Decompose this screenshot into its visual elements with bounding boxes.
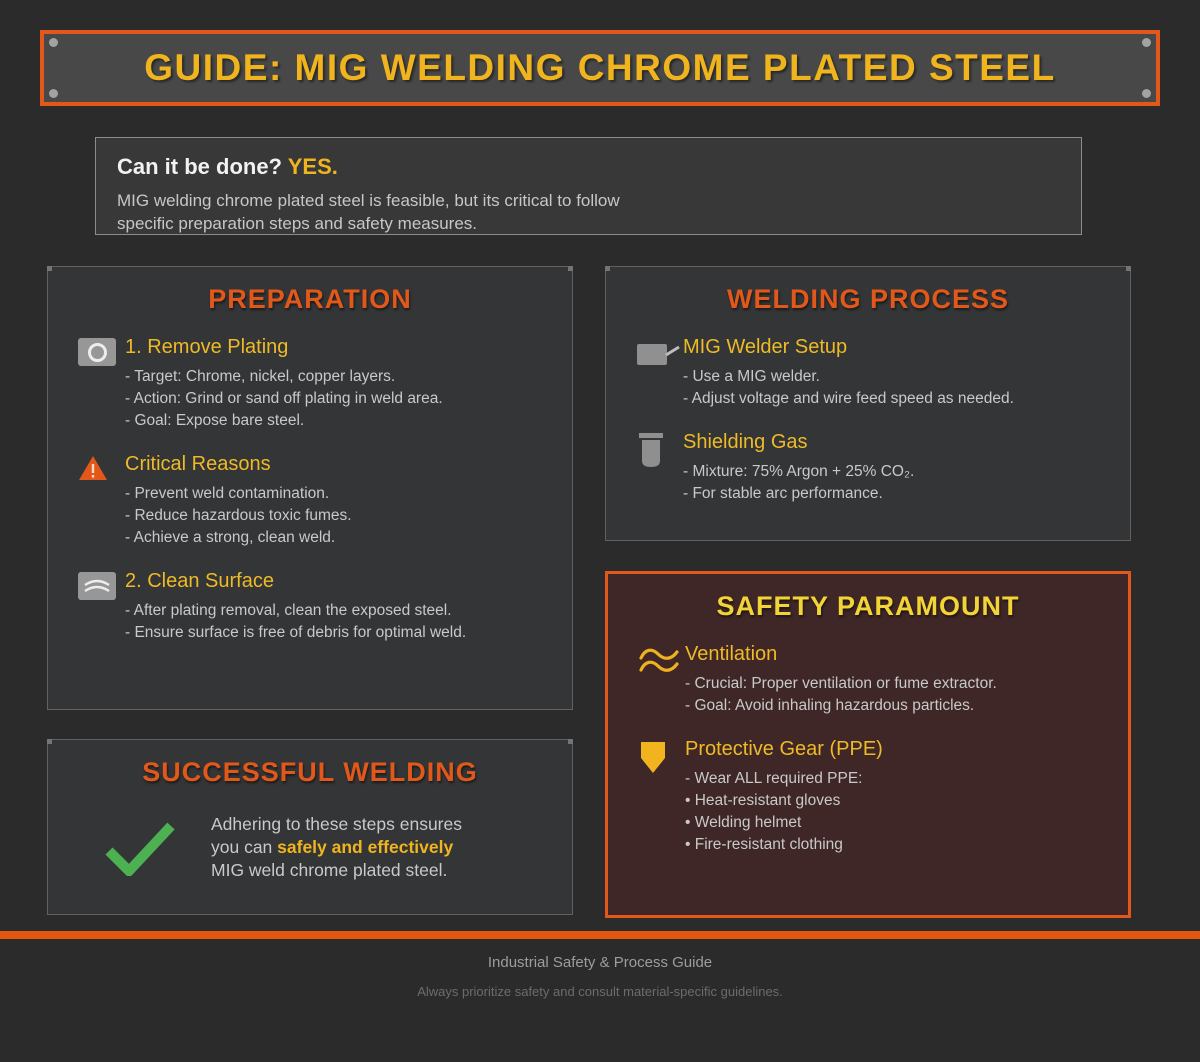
item-heading: 2. Clean Surface [125,570,274,592]
bullet-line: - Mixture: 75% Argon + 25% CO₂. [683,463,915,480]
bullet-line: • Fire-resistant clothing [685,836,843,853]
rivet-icon [49,38,58,47]
success-line-highlight: safely and effectively [277,837,454,857]
success-title: SUCCESSFUL WELDING [142,757,478,787]
item-body: MIG Welder Setup - Use a MIG welder. - A… [683,336,1014,410]
list-item: 2. Clean Surface - After plating removal… [78,570,562,644]
right-column: WELDING PROCESS MIG Welder Setup - Use a… [605,266,1131,918]
item-body: 2. Clean Surface - After plating removal… [125,570,466,644]
intro-box: Can it be done? YES. MIG welding chrome … [95,137,1082,235]
intro-question: Can it be done? [117,154,282,179]
bullet-line: - After plating removal, clean the expos… [125,602,452,619]
rivet-icon [1142,38,1151,47]
bullet-line: - Action: Grind or sand off plating in w… [125,390,443,407]
success-line: you can safely and effectively [211,836,462,859]
welding-process-title: WELDING PROCESS [726,284,1010,314]
success-panel: SUCCESSFUL WELDING Adhering to these ste… [47,739,573,915]
list-item: 1. Remove Plating - Target: Chrome, nick… [78,336,562,432]
welding-process-panel: WELDING PROCESS MIG Welder Setup - Use a… [605,266,1131,541]
preparation-title: PREPARATION [208,284,412,314]
list-item: Ventilation - Crucial: Proper ventilatio… [638,643,1118,717]
bullet-line: - Achieve a strong, clean weld. [125,529,336,546]
list-item: Protective Gear (PPE) - Wear ALL require… [638,738,1118,856]
bullet-line: - Use a MIG welder. [683,368,820,385]
item-body: Critical Reasons - Prevent weld contamin… [125,453,352,549]
item-heading: Shielding Gas [683,431,808,453]
bullet-line: • Welding helmet [685,814,802,831]
item-heading: 1. Remove Plating [125,336,289,358]
success-line: Adhering to these steps ensures [211,814,462,834]
item-body: Ventilation - Crucial: Proper ventilatio… [685,643,997,717]
list-item: MIG Welder Setup - Use a MIG welder. - A… [636,336,1120,410]
success-text: Adhering to these steps ensures you can … [211,813,462,882]
intro-heading: Can it be done? YES. [117,154,1055,180]
success-row: Adhering to these steps ensures you can … [103,813,572,882]
bullet-line: - For stable arc performance. [683,485,883,502]
bullet-line: - Ensure surface is free of debris for o… [125,624,467,641]
bullet-line: - Target: Chrome, nickel, copper layers. [125,368,396,385]
rivet-icon [1142,89,1151,98]
item-body: 1. Remove Plating - Target: Chrome, nick… [125,336,443,432]
grinder-disc-icon [78,336,125,432]
footer-accent-bar [0,931,1200,939]
gas-cylinder-icon [636,431,683,505]
item-heading: MIG Welder Setup [683,336,848,358]
preparation-panel: PREPARATION 1. Remove Plating - Target: … [47,266,573,710]
intro-answer: YES. [287,154,338,179]
infographic-page: GUIDE: MIG WELDING CHROME PLATED STEEL C… [0,30,1200,1062]
bullet-line: - Crucial: Proper ventilation or fume ex… [685,675,997,692]
safety-panel: SAFETY PARAMOUNT Ventilation - Crucial: … [605,571,1131,918]
item-body: Shielding Gas - Mixture: 75% Argon + 25%… [683,431,914,505]
safety-title: SAFETY PARAMOUNT [716,591,1020,621]
shield-icon [638,738,685,856]
bullet-line: • Heat-resistant gloves [685,792,841,809]
clean-surface-icon [78,570,125,644]
list-item: Shielding Gas - Mixture: 75% Argon + 25%… [636,431,1120,505]
intro-text-line: MIG welding chrome plated steel is feasi… [117,191,620,210]
bullet-line: - Goal: Expose bare steel. [125,412,305,429]
page-title: GUIDE: MIG WELDING CHROME PLATED STEEL [144,47,1056,88]
bullet-line: - Adjust voltage and wire feed speed as … [683,390,1014,407]
left-column: PREPARATION 1. Remove Plating - Target: … [47,266,573,918]
airflow-icon [638,643,685,717]
item-heading: Protective Gear (PPE) [685,738,883,760]
footer-disclaimer: Always prioritize safety and consult mat… [417,984,783,999]
checkmark-icon [103,813,178,881]
bullet-line: - Prevent weld contamination. [125,485,330,502]
bullet-line: - Goal: Avoid inhaling hazardous particl… [685,697,975,714]
item-heading: Ventilation [685,643,778,665]
item-heading: Critical Reasons [125,453,271,475]
item-body: Protective Gear (PPE) - Wear ALL require… [685,738,883,856]
bullet-line: - Wear ALL required PPE: [685,770,863,787]
rivet-icon [49,89,58,98]
success-line: MIG weld chrome plated steel. [211,860,448,880]
list-item: Critical Reasons - Prevent weld contamin… [78,453,562,549]
mig-welder-icon [636,336,683,410]
bullet-line: - Reduce hazardous toxic fumes. [125,507,352,524]
intro-text-line: specific preparation steps and safety me… [117,214,478,233]
title-banner: GUIDE: MIG WELDING CHROME PLATED STEEL [40,30,1160,106]
content-columns: PREPARATION 1. Remove Plating - Target: … [47,266,1131,918]
warning-triangle-icon [78,453,125,549]
footer-title: Industrial Safety & Process Guide [487,954,713,971]
success-line-prefix: you can [211,837,278,857]
